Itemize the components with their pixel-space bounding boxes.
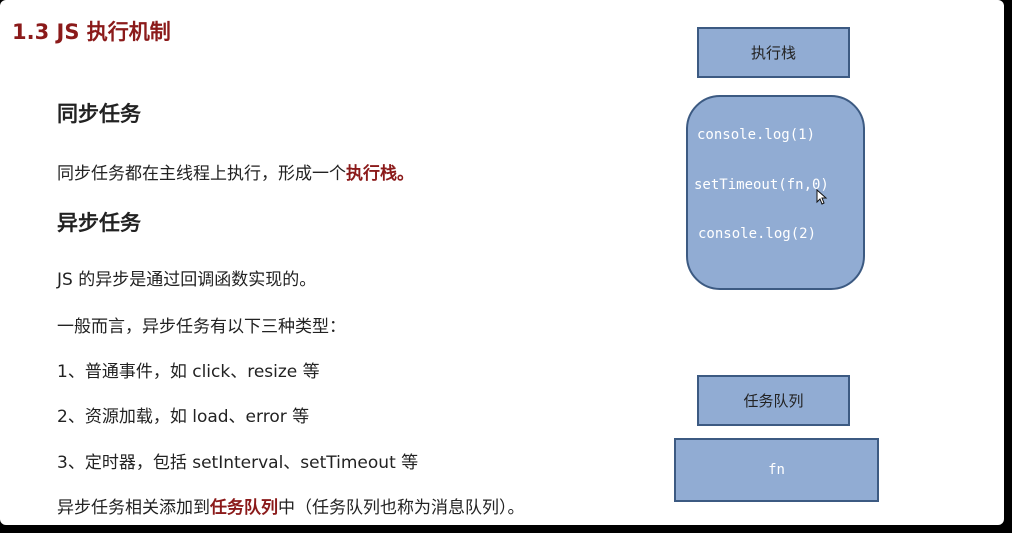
task-queue-label-box: 任务队列	[697, 375, 850, 426]
async-type-item: 3、定时器，包括 setInterval、setTimeout 等	[57, 453, 419, 473]
execution-stack-highlight: 执行栈。	[346, 164, 414, 184]
execution-stack-container	[686, 95, 865, 290]
task-queue-highlight: 任务队列	[210, 498, 278, 518]
async-intro: JS 的异步是通过回调函数实现的。	[57, 270, 317, 290]
stack-item: console.log(2)	[698, 226, 817, 242]
sync-description-text: 同步任务都在主线程上执行，形成一个	[57, 164, 346, 184]
task-queue-label: 任务队列	[743, 392, 804, 410]
sync-heading: 同步任务	[57, 102, 141, 126]
sync-description: 同步任务都在主线程上执行，形成一个执行栈。	[57, 159, 414, 184]
task-queue-box: fn	[674, 438, 879, 502]
slide: 1.3 JS 执行机制 同步任务 同步任务都在主线程上执行，形成一个执行栈。 异…	[0, 0, 1004, 525]
async-type-item: 2、资源加载，如 load、error 等	[57, 407, 310, 427]
mouse-pointer-icon	[816, 189, 828, 205]
task-queue-description-suffix: 中（任务队列也称为消息队列）。	[278, 498, 525, 518]
stack-item: setTimeout(fn,0)	[694, 177, 829, 193]
queue-item: fn	[768, 462, 785, 478]
async-type-item: 1、普通事件，如 click、resize 等	[57, 362, 320, 382]
execution-stack-label: 执行栈	[750, 44, 796, 62]
task-queue-description: 异步任务相关添加到任务队列中（任务队列也称为消息队列）。	[57, 493, 525, 518]
slide-title: 1.3 JS 执行机制	[12, 20, 171, 44]
stack-item: console.log(1)	[697, 127, 816, 143]
task-queue-description-prefix: 异步任务相关添加到	[57, 498, 210, 518]
execution-stack-label-box: 执行栈	[697, 27, 850, 78]
async-heading: 异步任务	[57, 211, 141, 235]
async-types-intro: 一般而言，异步任务有以下三种类型：	[57, 317, 346, 337]
